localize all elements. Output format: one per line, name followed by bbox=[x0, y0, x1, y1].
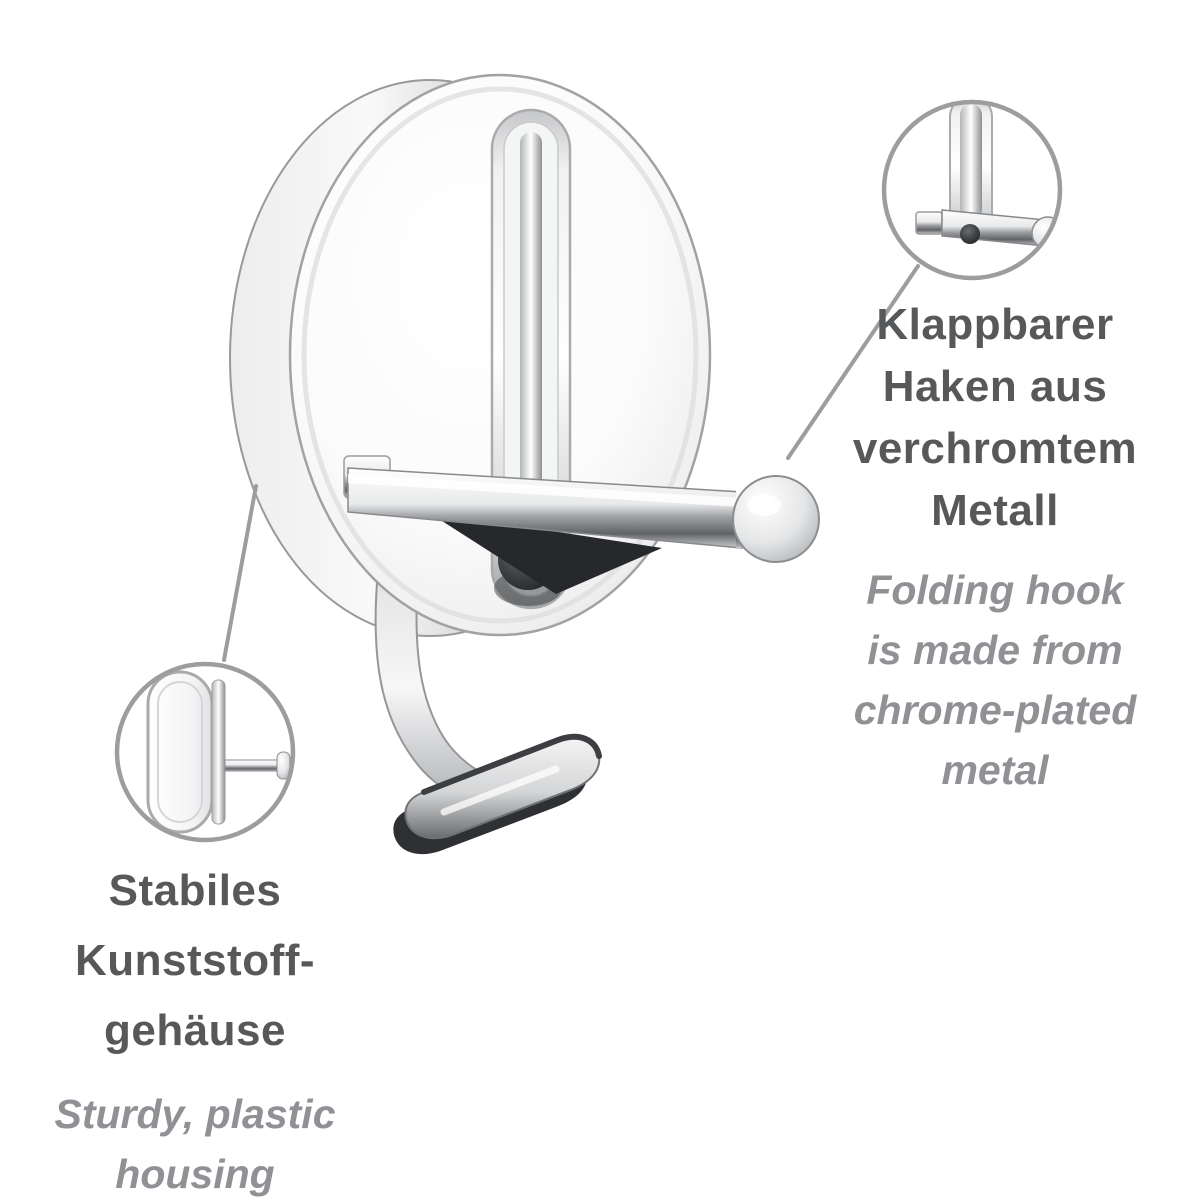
hook-subtitle-line: Folding hook bbox=[866, 567, 1124, 613]
hook-title-line: Metall bbox=[931, 486, 1059, 535]
housing-callout-title: Stabiles Kunststoff- gehäuse bbox=[10, 856, 380, 1066]
housing-title-line: gehäuse bbox=[103, 1006, 286, 1055]
hook-detail-inset-icon bbox=[881, 99, 1063, 281]
housing-callout-subtitle: Sturdy, plastic housing bbox=[10, 1084, 380, 1200]
housing-leader-line bbox=[222, 484, 258, 662]
housing-detail-inset-icon bbox=[114, 661, 296, 843]
hook-title-line: Haken aus bbox=[882, 362, 1108, 411]
hook-callout-subtitle: Folding hook is made from chrome-plated … bbox=[842, 560, 1148, 800]
housing-subtitle-line: Sturdy, plastic bbox=[54, 1091, 336, 1137]
hook-title-line: verchromtem bbox=[852, 424, 1138, 473]
leader-lines bbox=[222, 264, 920, 662]
housing-title-line: Stabiles bbox=[108, 866, 282, 915]
hook-leader-line bbox=[786, 264, 920, 460]
housing-subtitle-line: housing bbox=[115, 1151, 275, 1197]
housing-callout-text: Stabiles Kunststoff- gehäuse Sturdy, pla… bbox=[10, 856, 380, 1200]
wall-hook-product-image bbox=[229, 73, 820, 855]
hook-subtitle-line: is made from bbox=[867, 627, 1123, 673]
hook-subtitle-line: metal bbox=[941, 747, 1049, 793]
housing-title-line: Kunststoff- bbox=[74, 936, 316, 985]
hook-title-line: Klappbarer bbox=[876, 300, 1114, 349]
hook-callout-text: Klappbarer Haken aus verchromtem Metall … bbox=[842, 294, 1148, 800]
hook-callout-title: Klappbarer Haken aus verchromtem Metall bbox=[842, 294, 1148, 542]
hook-subtitle-line: chrome-plated bbox=[853, 687, 1137, 733]
